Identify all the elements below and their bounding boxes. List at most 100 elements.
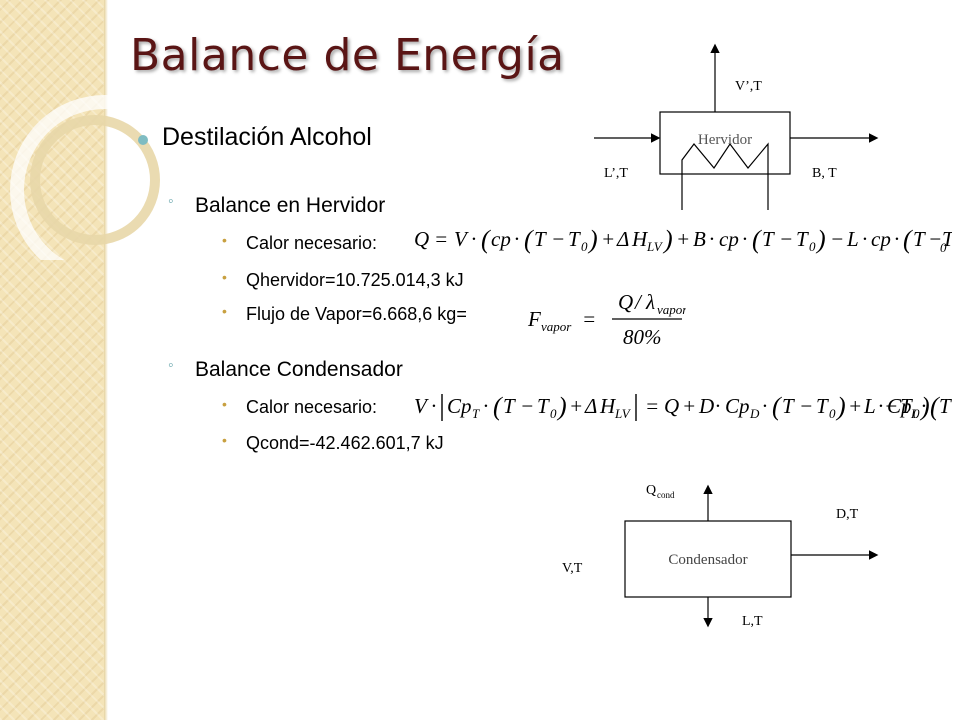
svg-text:T: T: [534, 227, 547, 251]
bullet-dot: [138, 135, 148, 145]
svg-text:LV: LV: [614, 406, 632, 421]
svg-text:H: H: [631, 227, 649, 251]
svg-text:0: 0: [940, 240, 947, 255]
svg-text:Q: Q: [414, 227, 429, 251]
condensador-left-label: V,T: [562, 561, 583, 576]
svg-text:−: −: [884, 394, 898, 418]
hervidor-left-label: L’,T: [604, 166, 628, 181]
svg-text:V: V: [454, 227, 469, 251]
dot-bullet-icon: •: [222, 432, 227, 448]
page-title: Balance de Energía: [130, 30, 565, 81]
svg-text:(: (: [481, 225, 491, 254]
condensador-right-label: D,T: [836, 507, 859, 522]
svg-text:T: T: [796, 227, 809, 251]
svg-text:Δ: Δ: [584, 394, 597, 418]
svg-text:+: +: [601, 227, 615, 251]
svg-text:·: ·: [921, 394, 926, 418]
section-heading: Balance Condensador: [195, 358, 403, 381]
svg-text:·: ·: [709, 227, 714, 251]
hervidor-box-label: Hervidor: [698, 132, 752, 148]
main-bullet-text: Destilación Alcohol: [162, 123, 372, 151]
svg-text:T: T: [472, 406, 480, 421]
svg-text:D: D: [749, 406, 760, 421]
svg-text:(: (: [524, 225, 534, 254]
svg-text:·: ·: [878, 394, 883, 418]
condensador-q-sub: cond: [657, 490, 675, 500]
condensador-box-label: Condensador: [668, 552, 747, 568]
hervidor-diagram: Hervidor V’,T L’,T B, T: [594, 43, 879, 210]
svg-text:T: T: [816, 394, 829, 418]
condensador-heat-equation: V · Cp T · ( T − T 0 ) + Δ H LV = Q + D …: [414, 392, 952, 421]
svg-text:=: =: [645, 394, 659, 418]
svg-text:·: ·: [762, 394, 767, 418]
svg-text:·: ·: [483, 394, 488, 418]
dot-bullet-icon: •: [222, 232, 227, 248]
svg-text:λ: λ: [645, 290, 655, 314]
svg-text:/: /: [634, 290, 643, 314]
svg-text:T: T: [568, 227, 581, 251]
svg-text:·: ·: [431, 394, 436, 418]
circle-bullet-icon: ◦: [168, 193, 174, 210]
svg-text:(: (: [772, 392, 782, 421]
circle-bullet-icon: ◦: [168, 357, 174, 374]
svg-text:+: +: [682, 394, 696, 418]
svg-text:B: B: [693, 227, 706, 251]
svg-text:T: T: [942, 227, 952, 251]
svg-text:L: L: [910, 406, 918, 421]
svg-text:−: −: [928, 227, 942, 251]
svg-text:): ): [919, 392, 930, 421]
svg-text:F: F: [527, 307, 541, 331]
svg-text:T: T: [782, 394, 795, 418]
svg-text:0: 0: [829, 406, 836, 421]
svg-text:H: H: [599, 394, 617, 418]
svg-text:T: T: [537, 394, 550, 418]
svg-text:=: =: [582, 307, 596, 331]
svg-text:·: ·: [862, 227, 867, 251]
svg-text:D: D: [698, 394, 714, 418]
svg-text:vapor: vapor: [541, 319, 572, 334]
svg-text:(: (: [930, 392, 940, 421]
svg-text:Cp: Cp: [447, 394, 472, 418]
strip-edge: [104, 0, 108, 720]
hervidor-heat-equation: Q = V · ( cp · ( T − T 0 ) + Δ H LV ) + …: [414, 225, 952, 254]
svg-text:): ): [815, 225, 826, 254]
svg-text:vapor: vapor: [657, 302, 686, 317]
condensador-bottom-label: L,T: [742, 614, 763, 629]
svg-text:(: (: [493, 392, 503, 421]
svg-text:T: T: [762, 227, 775, 251]
svg-text:80%: 80%: [623, 325, 662, 349]
dot-bullet-icon: •: [222, 269, 227, 285]
svg-text:): ): [662, 225, 673, 254]
svg-text:cp: cp: [719, 227, 739, 251]
svg-text:+: +: [676, 227, 690, 251]
svg-text:): ): [835, 392, 846, 421]
svg-text:·: ·: [742, 227, 747, 251]
hervidor-top-label: V’,T: [735, 79, 762, 94]
svg-text:0: 0: [550, 406, 557, 421]
svg-text:·: ·: [514, 227, 519, 251]
vapor-flow-equation: F vapor = Q / λ vapor 80%: [527, 290, 686, 349]
condensador-q-label: Q: [646, 483, 656, 498]
condensador-box: [624, 520, 792, 598]
svg-text:·: ·: [715, 394, 720, 418]
dot-bullet-icon: •: [222, 303, 227, 319]
svg-text:): ): [587, 225, 598, 254]
svg-text:L: L: [863, 394, 876, 418]
svg-text:−: −: [520, 394, 534, 418]
svg-text:0: 0: [913, 406, 920, 421]
svg-text:+: +: [848, 394, 862, 418]
svg-text:+: +: [569, 394, 583, 418]
svg-text:T: T: [900, 394, 913, 418]
section-heading: Balance en Hervidor: [195, 194, 386, 217]
svg-text:·: ·: [471, 227, 476, 251]
svg-text:0: 0: [581, 239, 588, 254]
heating-coil-icon: [681, 142, 769, 210]
svg-text:Cp: Cp: [725, 394, 750, 418]
equation-tail-2: − T 0 ): [884, 392, 930, 421]
svg-text:=: =: [434, 227, 448, 251]
svg-text:−: −: [830, 227, 844, 251]
svg-text:0: 0: [809, 239, 816, 254]
svg-text:cp: cp: [491, 227, 511, 251]
svg-text:T: T: [503, 394, 516, 418]
svg-text:Cp: Cp: [887, 394, 912, 418]
